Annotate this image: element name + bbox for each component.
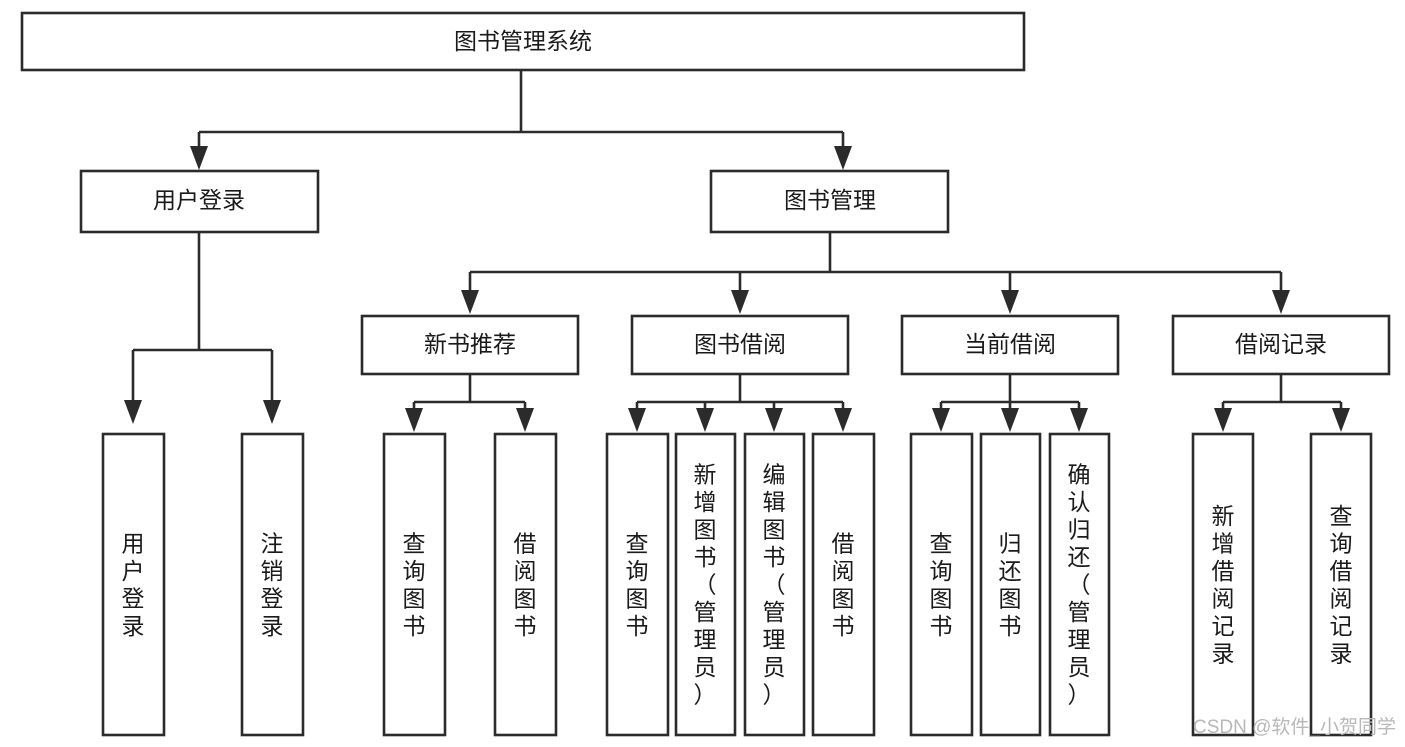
- node-leaf-user-logout-label: 注销登录: [261, 530, 284, 639]
- node-leaf-add-record[interactable]: 新增借阅记录: [1191, 432, 1255, 737]
- node-leaf-user-logout[interactable]: 注销登录: [240, 432, 305, 737]
- node-book-borrow-label: 图书借阅: [694, 331, 786, 357]
- node-root[interactable]: 图书管理系统: [20, 11, 1026, 72]
- connector-borrowrecord-to-leaves: [1214, 374, 1350, 432]
- node-leaf-edit-book[interactable]: 编辑图书（管理员）: [743, 432, 806, 737]
- node-borrow-record[interactable]: 借阅记录: [1171, 314, 1391, 376]
- node-new-book-recommend[interactable]: 新书推荐: [360, 314, 580, 376]
- node-leaf-user-login-label: 用户登录: [122, 530, 145, 639]
- node-leaf-confirm-return-label: 确认归还（管理员）: [1068, 462, 1091, 708]
- node-user-login-label: 用户登录: [153, 187, 245, 213]
- node-leaf-edit-book-label: 编辑图书（管理员）: [763, 462, 786, 708]
- node-leaf-query-book-3-label: 查询图书: [930, 530, 953, 639]
- node-borrow-record-label: 借阅记录: [1235, 331, 1327, 357]
- connector-userlogin-to-leaves: [124, 232, 281, 424]
- node-current-borrow-label: 当前借阅: [964, 331, 1056, 357]
- node-leaf-query-record[interactable]: 查询借阅记录: [1309, 432, 1373, 737]
- node-leaf-return-book-label: 归还图书: [999, 530, 1022, 639]
- node-leaf-add-record-label: 新增借阅记录: [1212, 503, 1235, 667]
- node-leaf-confirm-return[interactable]: 确认归还（管理员）: [1048, 432, 1111, 737]
- connector-root-to-level2: [190, 70, 852, 170]
- node-leaf-borrow-book-1[interactable]: 借阅图书: [493, 432, 558, 737]
- node-root-label: 图书管理系统: [454, 28, 592, 54]
- csdn-watermark: CSDN @软件_小贺同学: [1193, 716, 1396, 738]
- node-leaf-query-book-1[interactable]: 查询图书: [382, 432, 447, 737]
- node-leaf-borrow-book-2[interactable]: 借阅图书: [811, 432, 876, 737]
- node-leaf-add-book-label: 新增图书（管理员）: [694, 462, 717, 708]
- node-book-management[interactable]: 图书管理: [709, 169, 950, 234]
- connector-newbook-to-leaves: [405, 374, 534, 432]
- node-leaf-query-book-2-label: 查询图书: [626, 530, 649, 639]
- node-current-borrow[interactable]: 当前借阅: [900, 314, 1120, 376]
- connector-currentborrow-to-leaves: [932, 374, 1088, 432]
- node-leaf-return-book[interactable]: 归还图书: [979, 432, 1042, 737]
- node-leaf-query-book-3[interactable]: 查询图书: [909, 432, 974, 737]
- connector-bookmgmt-to-level3: [461, 232, 1290, 314]
- node-leaf-borrow-book-1-label: 借阅图书: [514, 530, 537, 639]
- node-new-book-recommend-label: 新书推荐: [424, 331, 516, 357]
- node-leaf-query-record-label: 查询借阅记录: [1330, 503, 1353, 667]
- node-book-management-label: 图书管理: [784, 187, 876, 213]
- node-leaf-query-book-2[interactable]: 查询图书: [605, 432, 670, 737]
- node-leaf-query-book-1-label: 查询图书: [403, 530, 426, 639]
- connector-bookborrow-to-leaves: [628, 374, 852, 432]
- node-leaf-user-login[interactable]: 用户登录: [101, 432, 166, 737]
- node-leaf-add-book[interactable]: 新增图书（管理员）: [674, 432, 737, 737]
- node-book-borrow[interactable]: 图书借阅: [630, 314, 850, 376]
- node-leaf-borrow-book-2-label: 借阅图书: [832, 530, 855, 639]
- node-user-login[interactable]: 用户登录: [79, 169, 320, 234]
